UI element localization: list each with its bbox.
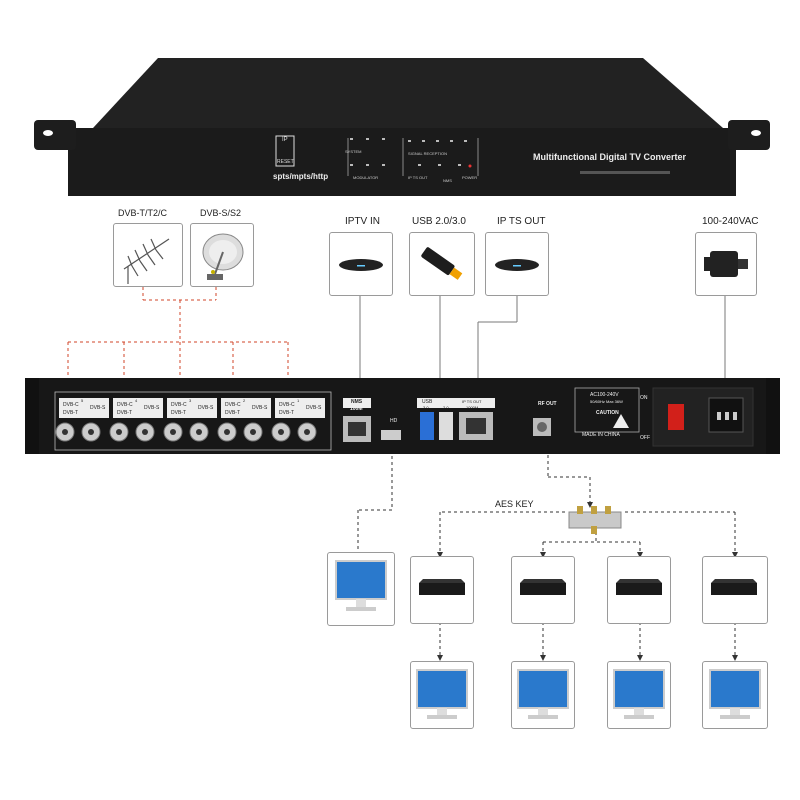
set-top-box-icon bbox=[711, 579, 757, 595]
tuner-5-t: DVB-T bbox=[63, 410, 78, 416]
usb-label: USB 2.0/3.0 bbox=[412, 216, 466, 227]
protocols-label: spts/mpts/http bbox=[273, 172, 329, 181]
ip-ts-out-speed: 1000M bbox=[466, 405, 479, 410]
tuner-4-t: DVB-T bbox=[117, 410, 132, 416]
rear-panel-details bbox=[25, 378, 780, 454]
tuner-5-c: DVB-C bbox=[63, 402, 79, 408]
led-label-modulator: MODULATOR bbox=[353, 175, 379, 180]
set-top-box-icon bbox=[616, 579, 662, 595]
dish-label: DVB-S/S2 bbox=[200, 208, 242, 218]
usb-port-20: 2.0 bbox=[443, 405, 449, 410]
set-top-box-icon bbox=[520, 579, 566, 595]
tuner-3-s: DVB-S bbox=[198, 405, 214, 411]
dish-box bbox=[190, 223, 254, 287]
made-in-label: MADE IN CHINA bbox=[582, 432, 620, 438]
power-rating-2: 50/60Hz Max 36W bbox=[590, 399, 623, 404]
tv-monitor-icon bbox=[613, 669, 665, 719]
device-title: Multifunctional Digital TV Converter bbox=[533, 152, 687, 162]
tuner-1-num: 1 bbox=[297, 398, 300, 403]
rf-splitter-icon bbox=[568, 506, 622, 534]
power-input-label: 100-240VAC bbox=[702, 216, 759, 227]
reset-label: RESET bbox=[277, 159, 294, 165]
antenna-box bbox=[113, 223, 183, 287]
tuner-3-c: DVB-C bbox=[171, 402, 187, 408]
tuner-5-s: DVB-S bbox=[90, 405, 106, 411]
tuner-2-num: 2 bbox=[243, 398, 246, 403]
satellite-dish-icon bbox=[202, 233, 244, 280]
tuner-5-num: 5 bbox=[81, 398, 84, 403]
tuner-2-s: DVB-S bbox=[252, 405, 268, 411]
ip-ts-out-port-label: IP TS OUT bbox=[462, 399, 482, 404]
ip-ts-out-box bbox=[485, 232, 549, 296]
tuner-1-s: DVB-S bbox=[306, 405, 322, 411]
power-off-label: OFF bbox=[640, 435, 650, 441]
terrestrial-antenna-icon bbox=[123, 238, 170, 284]
power-box bbox=[695, 232, 757, 296]
tv-monitor-3 bbox=[607, 661, 671, 729]
set-top-box-1 bbox=[410, 556, 474, 624]
power-on-label: ON bbox=[640, 395, 648, 401]
set-top-box-4 bbox=[702, 556, 768, 624]
iptv-in-label: IPTV IN bbox=[345, 216, 381, 227]
front-leds bbox=[350, 138, 472, 168]
ip-button-label: IP bbox=[282, 137, 288, 143]
tuner-3-num: 3 bbox=[189, 398, 192, 403]
tv-monitor-icon bbox=[517, 669, 569, 719]
computer-monitor-icon bbox=[335, 560, 387, 611]
tuner-1-t: DVB-T bbox=[279, 410, 294, 416]
tuner-4-c: DVB-C bbox=[117, 402, 133, 408]
led-label-system: SYSTEM bbox=[345, 149, 362, 154]
set-top-box-3 bbox=[607, 556, 671, 624]
aes-key-label: AES KEY bbox=[495, 499, 534, 509]
caution-label: CAUTION bbox=[596, 410, 619, 416]
usb-port-label: USB bbox=[422, 399, 433, 405]
tv-monitor-icon bbox=[709, 669, 761, 719]
usb-stick-icon bbox=[421, 247, 463, 280]
hd-label: HD bbox=[390, 418, 398, 424]
iptv-in-box bbox=[329, 232, 393, 296]
led-label-power: POWER bbox=[462, 175, 478, 180]
usb-port-30: 3.0 bbox=[423, 405, 429, 410]
nms-label: NMS bbox=[351, 399, 363, 405]
tv-monitor-4 bbox=[702, 661, 768, 729]
antenna-label: DVB-T/T2/C bbox=[118, 208, 168, 218]
tv-monitor-2 bbox=[511, 661, 575, 729]
network-device-icon-2 bbox=[495, 259, 539, 271]
led-label-signal: SIGNAL RECEPTION bbox=[408, 151, 447, 156]
set-top-box-2 bbox=[511, 556, 575, 624]
usb-box bbox=[409, 232, 475, 296]
nms-speed: 100M bbox=[350, 406, 363, 412]
tv-monitor-icon bbox=[416, 669, 468, 719]
device-front-panel: IP RESET spts/mpts/http Multifunctional … bbox=[18, 58, 778, 198]
led-label-nms: NMS bbox=[443, 178, 452, 183]
power-plug-icon bbox=[704, 251, 748, 277]
rf-out-label: RF OUT bbox=[538, 401, 557, 407]
tuner-2-t: DVB-T bbox=[225, 410, 240, 416]
tuner-2-c: DVB-C bbox=[225, 402, 241, 408]
power-rating: AC100-240V bbox=[590, 392, 619, 398]
set-top-box-icon bbox=[419, 579, 465, 595]
network-device-icon bbox=[339, 259, 383, 271]
tuner-4-s: DVB-S bbox=[144, 405, 160, 411]
pc-monitor-box bbox=[327, 552, 395, 626]
tv-monitor-1 bbox=[410, 661, 474, 729]
tuner-1-c: DVB-C bbox=[279, 402, 295, 408]
tuner-3-t: DVB-T bbox=[171, 410, 186, 416]
tuner-4-num: 4 bbox=[135, 398, 138, 403]
led-label-ip-ts-out: IP TS OUT bbox=[408, 175, 428, 180]
ip-ts-out-label: IP TS OUT bbox=[497, 216, 546, 227]
device-front-shape bbox=[34, 58, 770, 196]
